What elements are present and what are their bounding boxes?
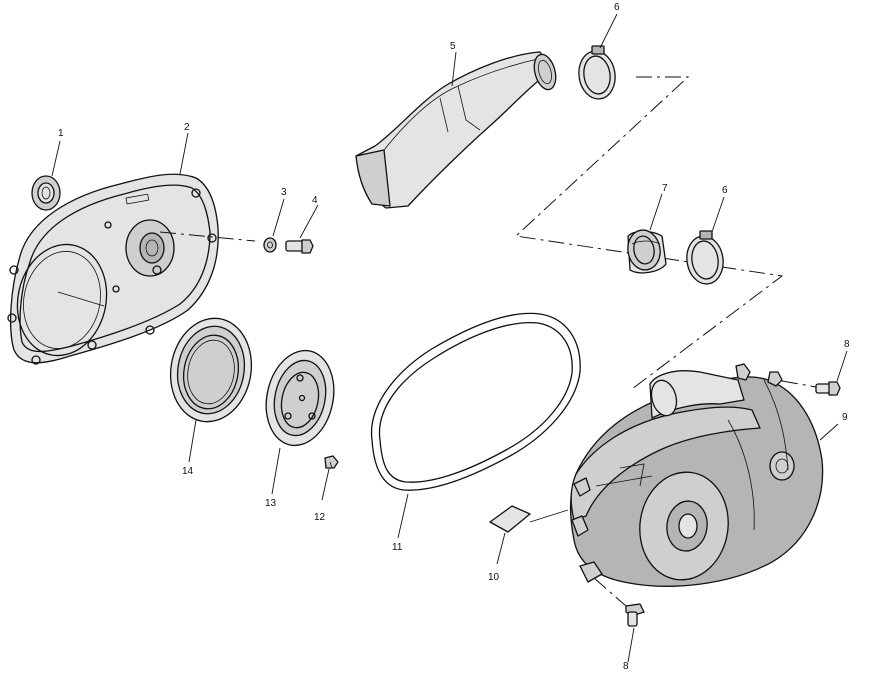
part-5-intake-duct[interactable] [355,51,559,209]
part-3-washer[interactable] [263,237,277,253]
callout-8a: 8 [844,339,850,350]
part-14-gasket[interactable] [163,312,260,428]
callout-7: 7 [662,183,668,194]
part-10-decal[interactable] [489,505,531,533]
part-1-seal[interactable] [31,175,61,211]
part-6-hose-clamp-top[interactable] [576,45,618,101]
part-11-drive-belt[interactable] [370,312,581,491]
callout-2: 2 [184,122,190,133]
callout-10: 10 [488,572,500,583]
part-13-plate[interactable] [258,344,343,452]
callout-6a: 6 [614,2,620,13]
part-8-bolt-lower[interactable] [625,603,645,627]
callout-4: 4 [312,195,318,206]
callout-9: 9 [842,412,848,423]
part-4-bolt[interactable] [285,239,314,254]
part-8-bolt-upper[interactable] [815,381,841,396]
callout-6b: 6 [722,185,728,196]
callout-1: 1 [58,128,64,139]
callout-3: 3 [281,187,287,198]
callout-13: 13 [265,498,277,509]
callout-11: 11 [392,542,403,553]
part-2-inner-cover[interactable] [7,173,219,365]
part-12-screw[interactable] [324,455,339,469]
part-9-outer-cover[interactable] [569,363,824,587]
part-6-hose-clamp-lower[interactable] [684,230,726,286]
callout-5: 5 [450,41,456,52]
callout-12: 12 [314,512,326,523]
callout-14: 14 [182,466,194,477]
part-7-boot[interactable] [625,228,667,274]
callout-8b: 8 [623,661,629,672]
